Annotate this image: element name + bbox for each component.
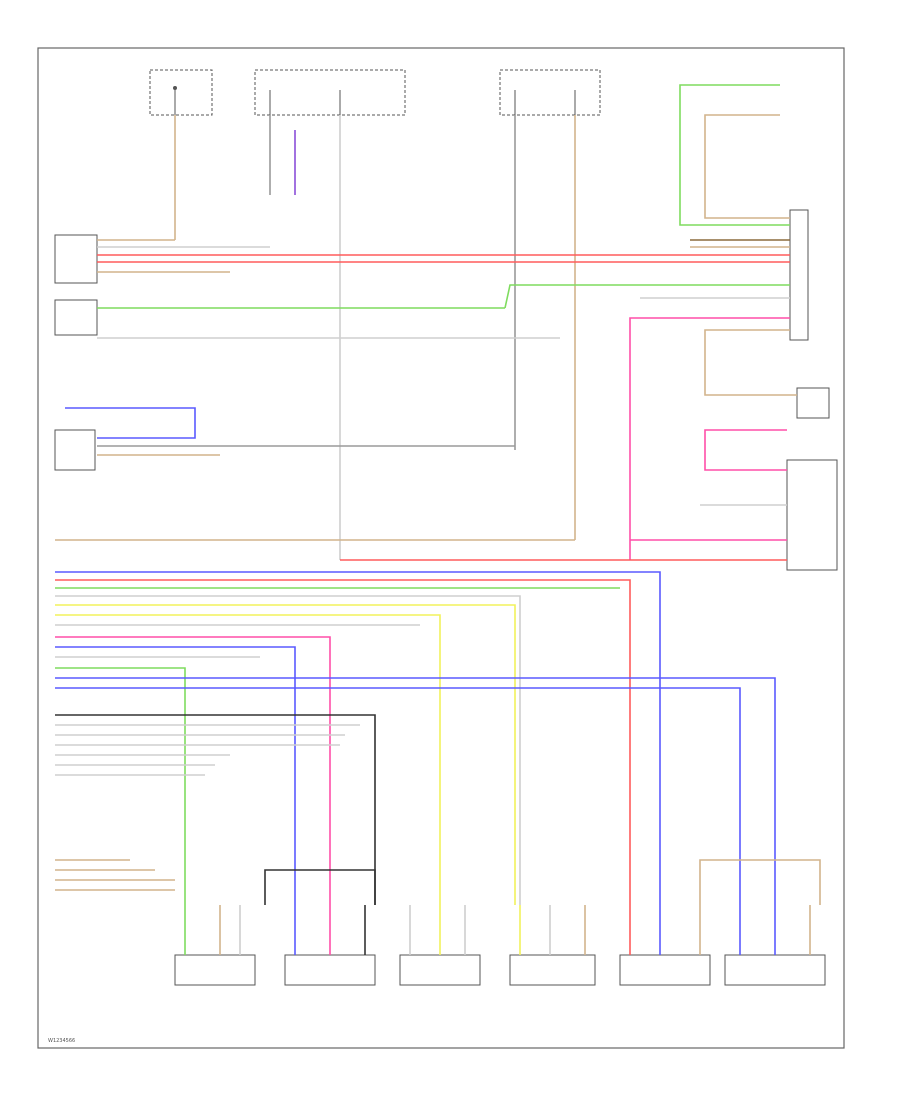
fuse-block-center [254,69,406,116]
module-left-switch [54,299,98,336]
sensor-2 [284,905,376,986]
module-right-upper [789,209,809,341]
fuse-block-right [499,69,601,116]
sensor-5 [619,905,711,986]
module-right-relay [786,459,838,571]
sensor-6 [724,905,826,986]
diagram-frame [37,47,845,1049]
footer-code: W1234566 [48,1038,76,1044]
sensor-1 [174,905,256,986]
module-right-small [796,387,830,419]
sensor-3 [399,905,481,986]
sensor-4 [509,905,596,986]
module-left-sensor [54,429,96,471]
fuse-block-left [149,69,213,116]
module-left-top [54,234,98,284]
